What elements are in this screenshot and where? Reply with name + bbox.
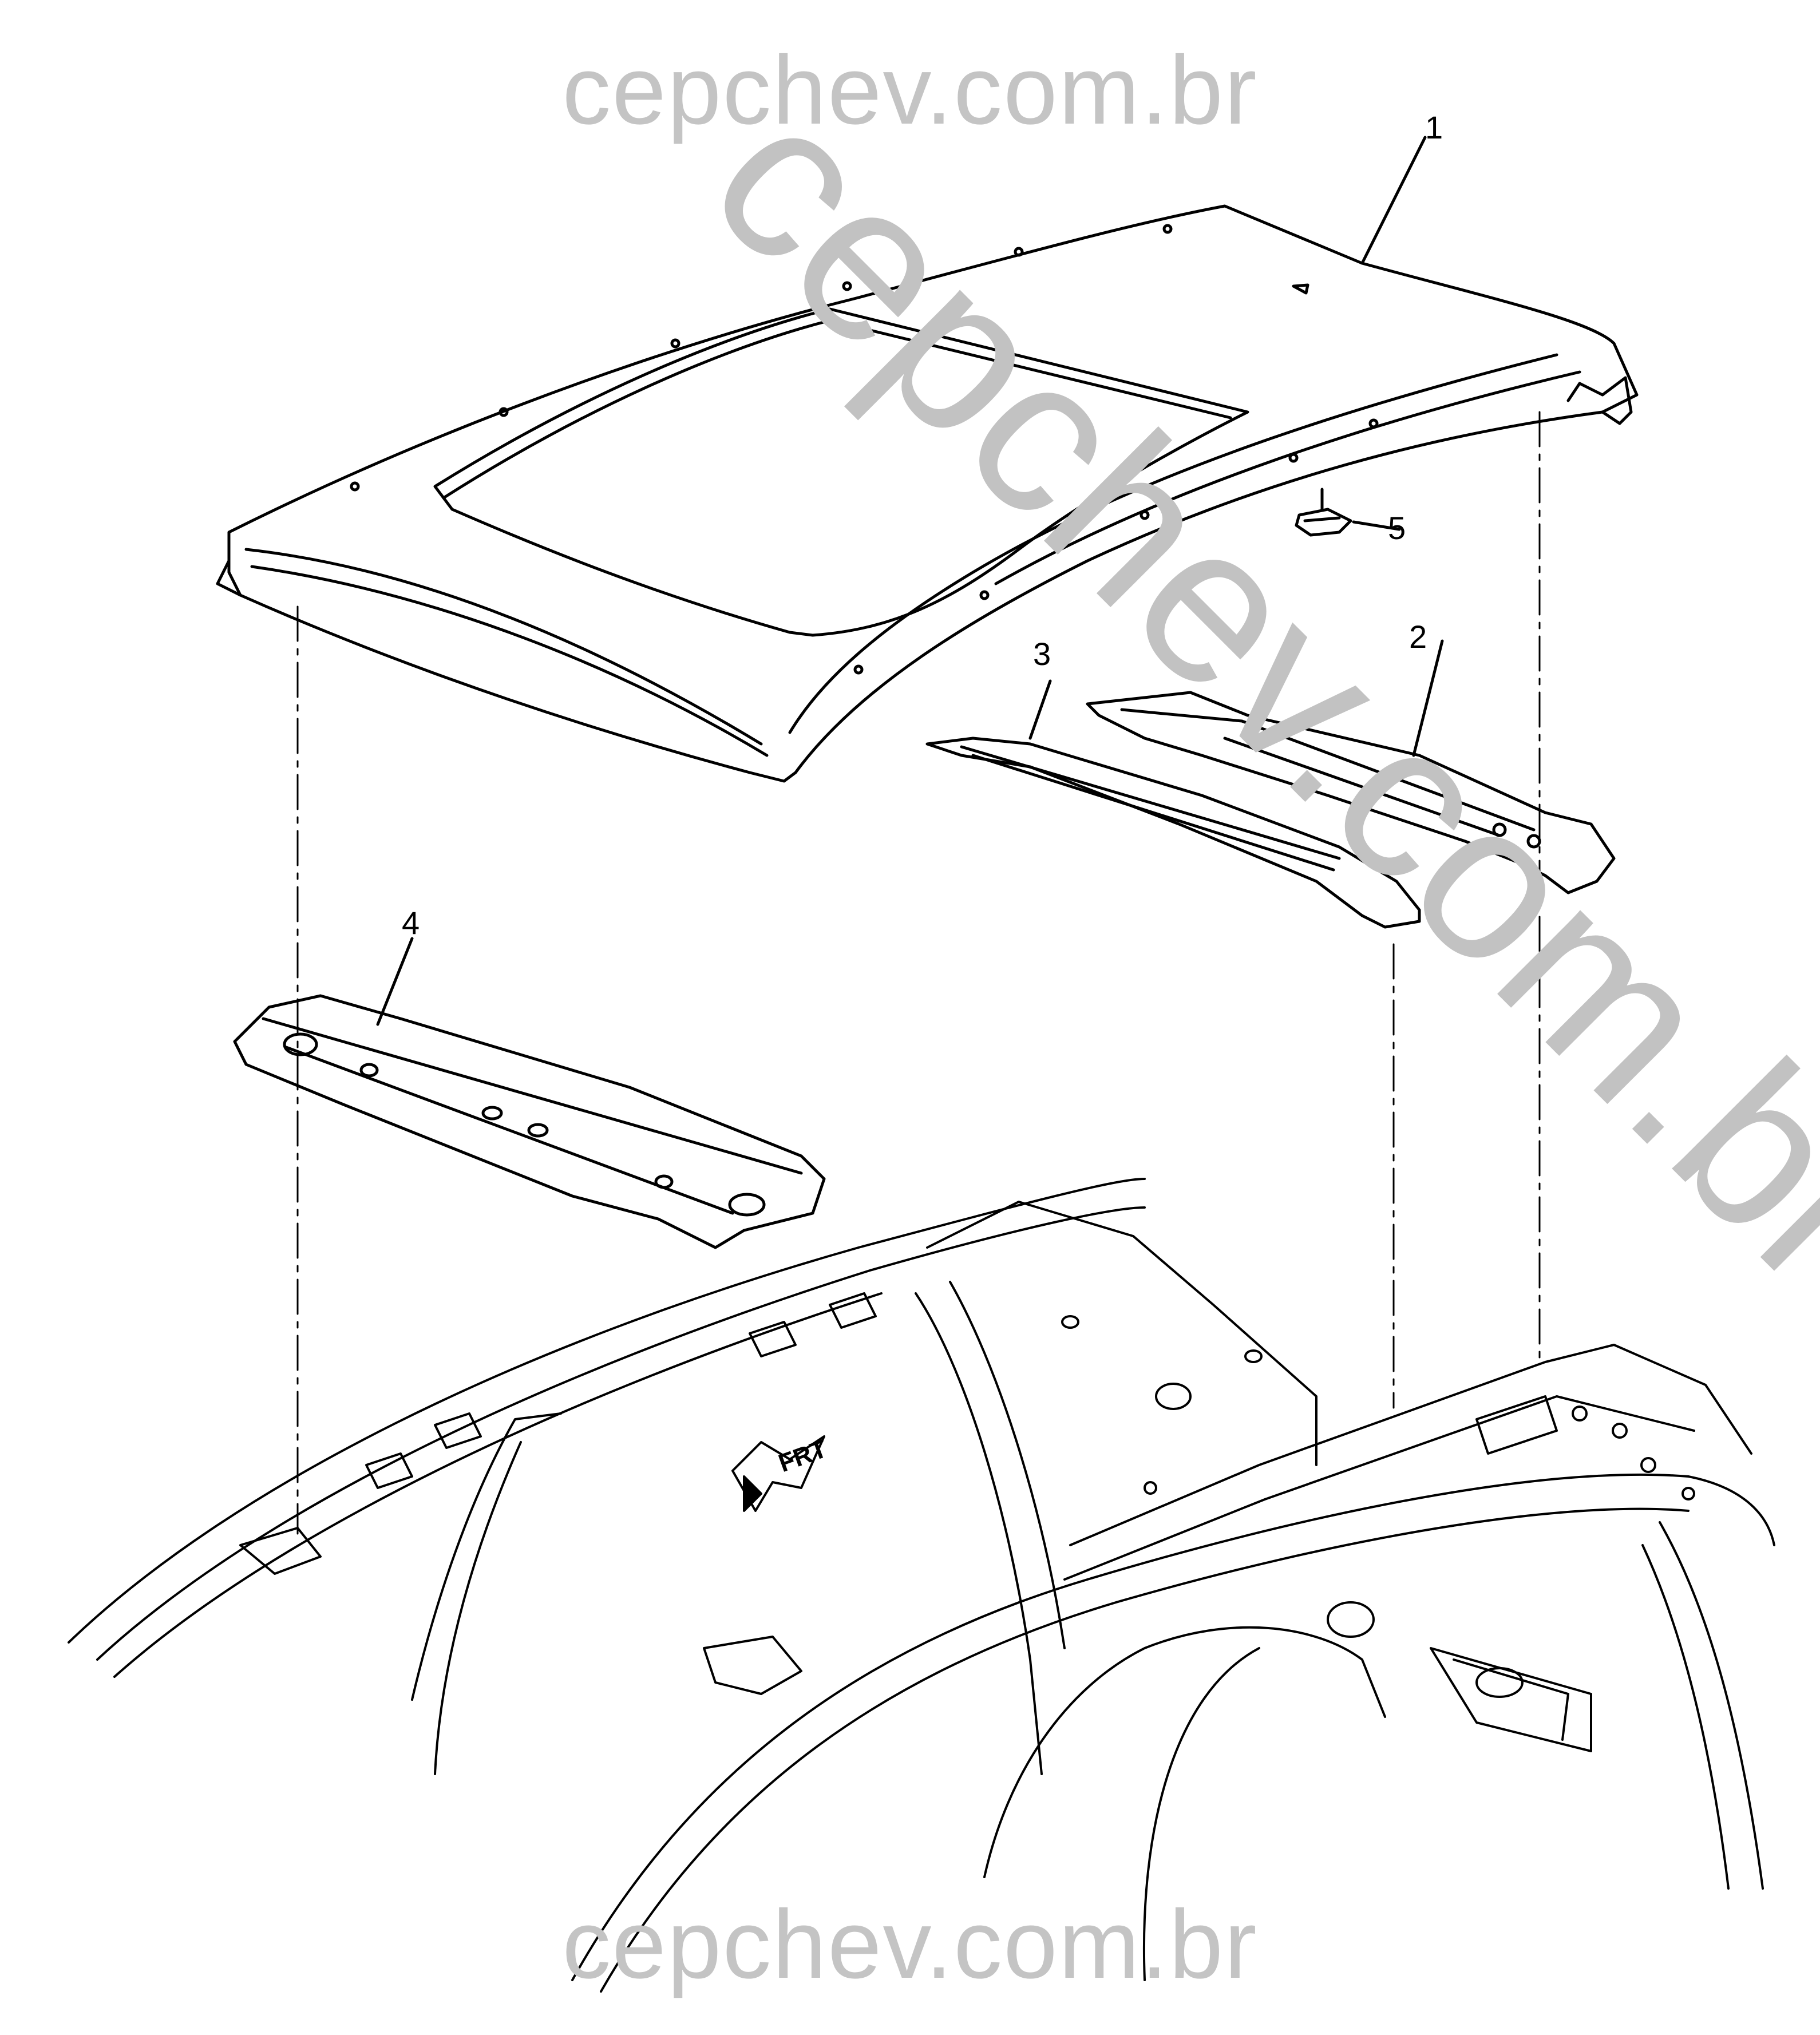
callout-1: 1: [1425, 109, 1443, 145]
watermark-top: cepchev.com.br: [562, 36, 1258, 145]
frt-arrow-icon: [731, 1435, 825, 1512]
callout-5: 5: [1388, 510, 1406, 546]
callout-4: 4: [402, 905, 420, 941]
part-5-bracket: [1295, 488, 1401, 537]
alignment-lines: [296, 411, 1541, 1535]
body-side-structure: [68, 1178, 1775, 1993]
part-3-middle-roof-bow: [925, 679, 1421, 929]
callout-3: 3: [1033, 636, 1051, 672]
part-2-rear-roof-bow: [1086, 639, 1616, 894]
roof-panel: [216, 136, 1639, 783]
part-4-front-header: [233, 937, 826, 1249]
callout-2: 2: [1409, 619, 1427, 655]
watermark-bottom: cepchev.com.br: [562, 1890, 1258, 1999]
